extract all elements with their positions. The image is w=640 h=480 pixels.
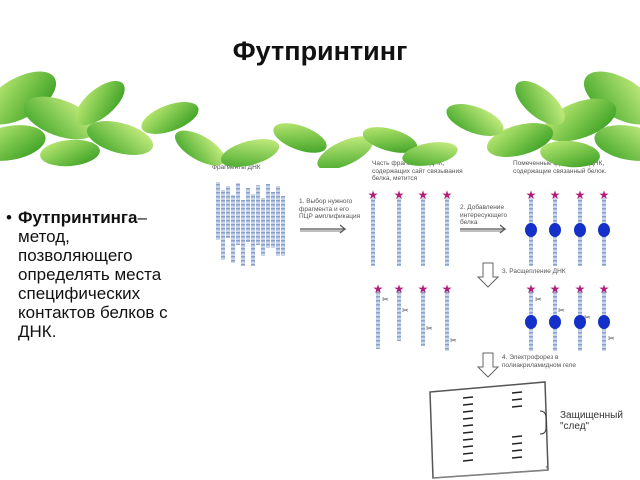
label-step2: 2. Добавление интересующего белка: [460, 204, 508, 226]
svg-text:★: ★: [394, 188, 405, 202]
bullet-marker: •: [6, 208, 12, 227]
svg-text:★: ★: [599, 188, 610, 202]
label-fragments: Фрагменты ДНК: [212, 164, 261, 171]
svg-text:✂: ✂: [558, 306, 565, 315]
svg-text:★: ★: [599, 282, 610, 296]
green-leaves-decoration: [0, 71, 640, 168]
bullet-term: Футпринтинга: [18, 208, 138, 227]
svg-text:★: ★: [526, 188, 537, 202]
svg-text:★: ★: [526, 282, 537, 296]
bullet-text: • Футпринтинга– метод, позволяющего опре…: [6, 208, 186, 341]
dna-fragments-group: [216, 182, 285, 266]
bullet-description: метод, позволяющего определять места спе…: [18, 227, 168, 341]
label-protected-footprint: Защищенный "след": [560, 410, 623, 432]
svg-text:✂: ✂: [535, 295, 542, 304]
svg-text:★: ★: [442, 282, 453, 296]
label-step3: 3. Расщепление ДНК: [502, 268, 566, 275]
leaves-left: [0, 71, 225, 167]
marked-fragments: ★ ★ ★ ★: [368, 188, 453, 266]
gel-electrophoresis: [429, 381, 549, 479]
svg-text:✂: ✂: [402, 306, 409, 315]
leaves-center: [220, 123, 458, 168]
svg-text:✂: ✂: [584, 313, 591, 322]
svg-text:★: ★: [394, 282, 405, 296]
down-arrow-step3: [476, 262, 500, 288]
leaves-right: [446, 71, 640, 168]
svg-text:✂: ✂: [426, 324, 433, 333]
svg-text:★: ★: [368, 188, 379, 202]
fragments-with-protein: ★ ★ ★ ★: [525, 188, 610, 266]
svg-text:★: ★: [418, 188, 429, 202]
arrow-step1: [300, 224, 347, 234]
svg-text:✂: ✂: [608, 334, 615, 343]
svg-text:★: ★: [575, 188, 586, 202]
slide-title: Футпринтинг: [232, 36, 408, 66]
bullet-dash: –: [137, 208, 147, 227]
label-step4: 4. Электрофорез в полиакриламидном геле: [502, 354, 576, 369]
svg-text:★: ★: [550, 282, 561, 296]
cleaved-fragments-right: ★ ★ ★ ★ ✂ ✂ ✂ ✂: [525, 282, 615, 351]
svg-text:★: ★: [418, 282, 429, 296]
svg-text:✂: ✂: [382, 295, 389, 304]
footprinting-diagram: ★ ★ ★ ★ ★ ★ ★ ★ ★ ★ ★ ★ ✂ ✂ ✂: [212, 160, 615, 479]
svg-text:✂: ✂: [450, 336, 457, 345]
svg-text:★: ★: [550, 188, 561, 202]
svg-text:★: ★: [373, 282, 384, 296]
arrow-step2: [460, 224, 507, 234]
label-step1: 1. Выбор нужного фрагмента и его ПЦР амп…: [299, 198, 361, 220]
cleaved-fragments-left: ★ ★ ★ ★ ✂ ✂ ✂ ✂: [373, 282, 457, 351]
down-arrow-step4: [476, 352, 500, 378]
svg-text:★: ★: [575, 282, 586, 296]
svg-text:★: ★: [442, 188, 453, 202]
